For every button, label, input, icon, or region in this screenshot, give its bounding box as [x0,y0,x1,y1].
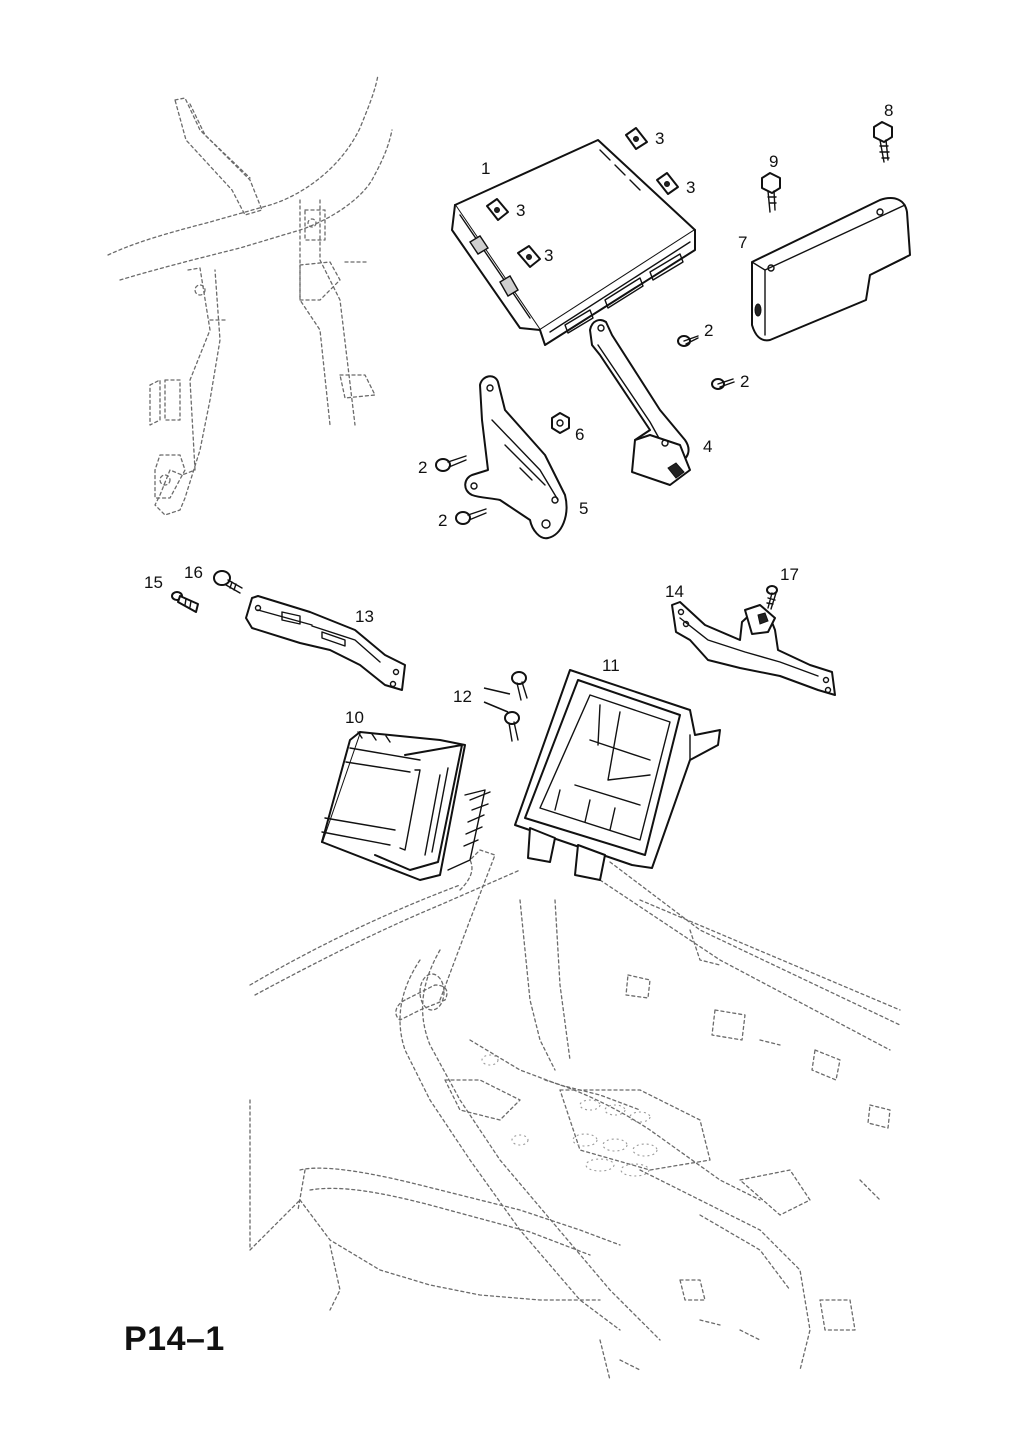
callout-3a: 3 [516,201,525,220]
callout-3b: 3 [544,246,553,265]
callout-13: 13 [355,607,374,626]
part-1-control-module [451,139,696,346]
callout-9: 9 [769,152,778,171]
ghost-crosscar-beam [107,74,393,516]
part-11-housing [514,669,721,881]
part-4-bracket [589,319,691,486]
screw-2a [677,335,699,347]
nut-3c [625,127,648,150]
callout-5: 5 [579,499,588,518]
callout-2c: 2 [418,458,427,477]
callout-11: 11 [602,656,620,675]
part-14-bracket [671,601,836,696]
ghost-dashboard-floor [249,849,901,1381]
callout-17: 17 [780,565,799,584]
callout-15: 15 [144,573,163,592]
nut-3b [517,245,541,268]
callout-numbers: 1 3 3 3 3 8 9 7 2 2 6 4 2 5 2 15 16 13 1… [144,101,893,727]
part-13-bracket [245,595,406,691]
callout-7: 7 [738,233,747,252]
callout-6: 6 [575,425,584,444]
page-code-label: P14–1 [124,1320,225,1358]
part-7-cover [751,197,911,342]
callout-3d: 3 [686,178,695,197]
part-5-bracket [464,375,568,540]
callout-16: 16 [184,563,203,582]
callout-2b: 2 [740,372,749,391]
part-2-screws [435,335,735,525]
nut-3a [486,198,509,221]
callout-3c: 3 [655,129,664,148]
screw-12a [511,671,528,701]
part-6-nut [551,412,570,434]
leader-lines [483,687,511,713]
screw-2b [711,378,735,390]
callout-4: 4 [703,437,712,456]
part-16-bolt [213,570,243,594]
part-12-screws [504,671,528,742]
part-17-screw [766,585,778,610]
part-8-bolt [873,121,893,163]
screw-12b [504,711,520,742]
screw-2d [455,508,487,525]
screw-2c [435,455,467,472]
callout-14: 14 [665,582,684,601]
part-9-bolt [761,172,781,213]
callout-8: 8 [884,101,893,120]
callout-2d: 2 [438,511,447,530]
callout-12: 12 [453,687,472,706]
part-15-pin [171,591,199,613]
part-10-module [321,731,491,881]
callout-1: 1 [481,159,490,178]
callout-2a: 2 [704,321,713,340]
part-3-nuts [486,127,679,268]
nut-3d [656,172,679,195]
callout-10: 10 [345,708,364,727]
